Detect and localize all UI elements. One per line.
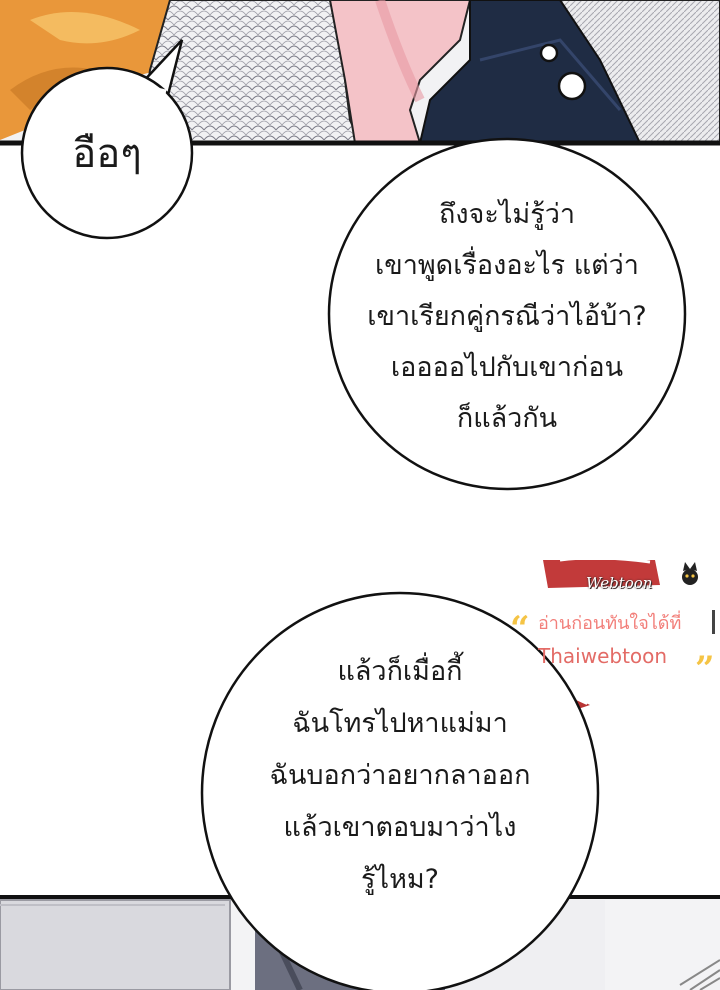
bubble-line: เขาเรียกคู่กรณีว่าไอ้บ้า? — [367, 300, 647, 332]
watermark-site: Thaiwebtoon — [538, 644, 668, 668]
bubble-line: ฉันบอกว่าอยากลาออก — [269, 760, 531, 791]
character-skin — [328, 0, 472, 144]
speech-bubble-3: แล้วก็เมื่อกี้ ฉันโทรไปหาแม่มา ฉันบอกว่า… — [205, 592, 595, 990]
bubble-line: เขาพูดเรื่องอะไร แต่ว่า — [375, 249, 639, 281]
top-panel — [0, 0, 720, 146]
bubble-line: แล้วก็เมื่อกี้ — [337, 656, 463, 687]
thought-dot-small — [539, 43, 559, 63]
bubble-line: แล้วเขาตอบมาว่าไง — [283, 812, 517, 843]
speech-bubble-3-shape — [200, 591, 600, 990]
quote-close-icon: ” — [695, 649, 715, 689]
watermark-tagline: อ่านก่อนทันใจได้ที่ — [538, 613, 682, 634]
bubble-line: อือๆ — [72, 131, 142, 177]
bubble-line: ถึงจะไม่รู้ว่า — [438, 198, 576, 230]
bubble-line: ก็แล้วกัน — [456, 402, 558, 434]
speech-bubble-2: ถึงจะไม่รู้ว่า เขาพูดเรื่องอะไร แต่ว่า เ… — [327, 138, 687, 488]
speech-bubble-2-shape — [327, 137, 687, 491]
bubble-line: ฉันโทรไปหาแม่มา — [292, 708, 508, 739]
watermark-logo: Webtoon — [586, 574, 653, 592]
thought-dot-medium — [557, 71, 587, 101]
bubble-line: รู้ไหม? — [360, 864, 439, 895]
cat-icon — [682, 562, 698, 585]
speech-bubble-1-shape — [20, 66, 194, 240]
speech-bubble-1: อือๆ — [22, 68, 192, 238]
bubble-line: เออออไปกับเขาก่อน — [390, 351, 624, 383]
